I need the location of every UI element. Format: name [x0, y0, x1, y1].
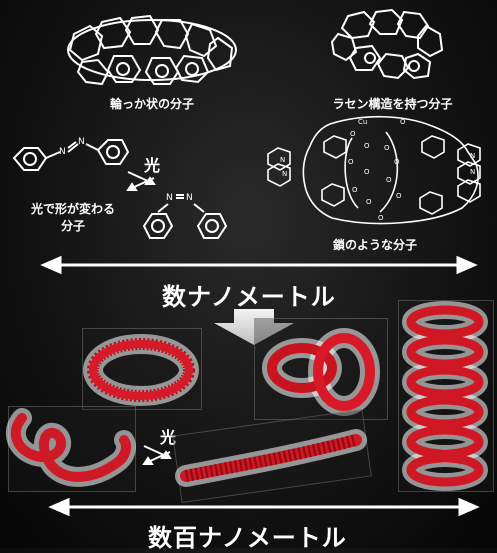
- svg-text:N: N: [78, 137, 85, 147]
- svg-text:O: O: [366, 198, 372, 206]
- coiled-aggregate: [8, 406, 134, 490]
- nanometer-scale-label: 数ナノメートル: [162, 283, 336, 311]
- azo-molecule-label-line2: 分子: [60, 219, 85, 233]
- svg-text:N: N: [186, 193, 193, 203]
- azobenzene-cis-structure: N N: [136, 193, 236, 245]
- azo-molecule-label-line1: 光で形が変わる: [30, 202, 115, 216]
- hundreds-nanometer-scale-arrow: [52, 500, 476, 514]
- chain-aggregate: [254, 318, 386, 418]
- light-label-top: 光: [144, 156, 161, 175]
- svg-text:O: O: [396, 192, 402, 200]
- straight-aggregate: [176, 422, 366, 488]
- svg-text:O: O: [384, 144, 390, 152]
- svg-text:O: O: [364, 142, 370, 150]
- svg-text:N: N: [282, 170, 287, 178]
- azobenzene-trans-structure: N N: [10, 137, 130, 180]
- svg-text:O: O: [364, 168, 370, 176]
- svg-text:O: O: [348, 158, 354, 166]
- svg-text:O: O: [400, 118, 406, 126]
- helix-molecule-structure: [332, 8, 450, 80]
- svg-text:O: O: [394, 158, 400, 166]
- svg-text:N: N: [470, 152, 475, 160]
- svg-text:O: O: [378, 214, 384, 222]
- svg-text:O: O: [352, 186, 358, 194]
- svg-text:N: N: [166, 193, 173, 203]
- hundreds-nanometer-scale-label: 数百ナノメートル: [148, 524, 347, 552]
- ring-molecule-label: 輪っか状の分子: [109, 97, 194, 111]
- svg-text:N: N: [470, 168, 475, 176]
- svg-text:Cu: Cu: [358, 118, 367, 126]
- ring-aggregate: [82, 328, 200, 408]
- svg-text:O: O: [386, 176, 392, 184]
- light-switch-arrows-top: [124, 168, 158, 190]
- chain-molecule-label: 鎖のような分子: [332, 238, 417, 252]
- svg-text:O: O: [350, 130, 356, 138]
- light-label-bottom: 光: [160, 428, 177, 447]
- svg-text:N: N: [59, 147, 66, 157]
- helix-aggregate: [398, 300, 492, 490]
- chain-molecule-structure: OO OO OO OO OO OO NN NN Cu: [262, 112, 490, 230]
- nanometer-scale-arrow: [44, 258, 474, 272]
- ring-molecule-structure: [62, 12, 242, 90]
- helix-molecule-label: ラセン構造を持つ分子: [332, 97, 453, 111]
- light-switch-arrows-bottom: [140, 442, 174, 464]
- svg-text:N: N: [280, 156, 285, 164]
- transition-down-arrow: [214, 309, 294, 345]
